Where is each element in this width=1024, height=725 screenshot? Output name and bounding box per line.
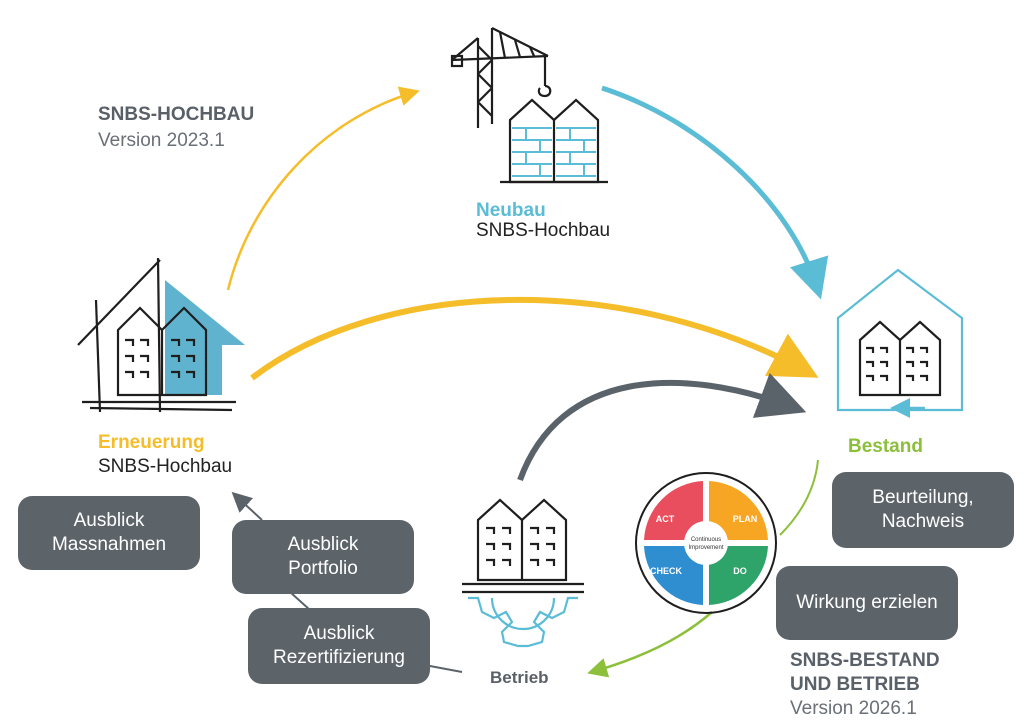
pdca-cycle: ACT PLAN CHECK DO Continuous Improvement (635, 472, 777, 614)
box-massnahmen-line1: Ausblick (73, 510, 145, 532)
crane-icon (450, 27, 552, 128)
box-beurteilung-line1: Beurteilung, (872, 487, 974, 509)
betrieb-title: Betrieb (490, 668, 549, 687)
header-title: SNBS-HOCHBAU (98, 104, 255, 125)
arrow-pdca-to-betrieb (587, 611, 713, 678)
pdca-center-line2: Improvement (688, 545, 723, 551)
box-rezert-line2: Rezertifizierung (273, 647, 405, 668)
erneuerung-building-icon (77, 257, 245, 413)
pdca-check-label: CHECK (650, 566, 683, 576)
neubau-subtitle: SNBS-Hochbau (476, 220, 611, 241)
box-wirkung-erzielen: Wirkung erzielen (776, 566, 958, 640)
box-ausblick-massnahmen: Ausblick Massnahmen (18, 496, 200, 570)
box-massnahmen-line2: Massnahmen (51, 534, 167, 555)
footer-version: Version 2026.1 (790, 698, 917, 719)
bestand-title: Bestand (848, 436, 923, 457)
box-wirkung-line1: Wirkung erzielen (796, 592, 938, 614)
box-rezert-line1: Ausblick (303, 623, 375, 645)
footer-title-line2: UND BETRIEB (790, 674, 920, 695)
box-ausblick-rezertifizierung: Ausblick Rezertifizierung (248, 608, 430, 684)
betrieb-building-icon (462, 498, 584, 594)
connector-rezert-to-portfolio (289, 591, 311, 611)
header-version: Version 2023.1 (98, 130, 225, 151)
bestand-house-icon (836, 268, 964, 418)
pdca-do-segment (709, 546, 768, 605)
erneuerung-title: Erneuerung (98, 432, 205, 453)
box-portfolio-line1: Ausblick (287, 534, 359, 556)
gear-icon (468, 596, 578, 648)
pdca-plan-segment (709, 481, 768, 540)
pdca-do-label: DO (733, 566, 747, 576)
arrow-portfolio-to-erneuerung (231, 491, 263, 521)
arrow-betrieb-to-bestand (517, 372, 807, 482)
arrow-erneuerung-to-bestand (250, 296, 819, 381)
box-ausblick-portfolio: Ausblick Portfolio (232, 520, 414, 594)
neubau-title: Neubau (476, 200, 546, 221)
pdca-center-line1: Continuous (691, 537, 721, 543)
arrow-erneuerung-to-neubau (226, 86, 420, 291)
connector-betrieb-to-rezert (429, 665, 463, 673)
box-beurteilung-line2: Nachweis (881, 511, 965, 532)
footer-title-line1: SNBS-BESTAND (790, 650, 940, 671)
box-portfolio-line2: Portfolio (288, 558, 358, 579)
arrow-bestand-to-pdca (779, 459, 819, 536)
arrow-neubau-to-bestand (601, 85, 829, 300)
pdca-check-segment (644, 546, 703, 605)
erneuerung-subtitle: SNBS-Hochbau (98, 456, 233, 477)
pdca-plan-label: PLAN (733, 514, 758, 524)
box-beurteilung-nachweis: Beurteilung, Nachweis (832, 472, 1014, 548)
neubau-brick-pattern (512, 127, 596, 177)
pdca-act-label: ACT (656, 514, 675, 524)
pdca-act-segment (644, 481, 703, 540)
neubau-building-icon (500, 98, 608, 184)
